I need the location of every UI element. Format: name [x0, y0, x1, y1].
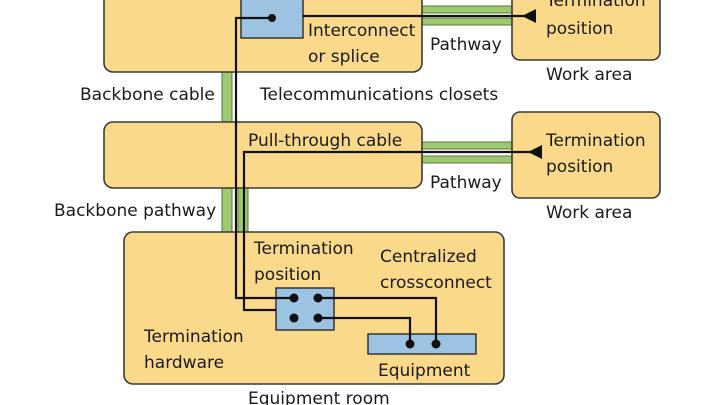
work-area-top: [511, 0, 661, 61]
splice-dot: [268, 14, 276, 22]
position-mid-label: position: [546, 157, 613, 177]
pull-through-cable-label: Pull-through cable: [248, 131, 402, 151]
pathway-mid-upper: [419, 141, 515, 150]
termination-top-label: Termination: [545, 0, 646, 11]
pathway-mid-label: Pathway: [430, 173, 502, 193]
interconnect-label: Interconnect: [308, 21, 416, 41]
backbone-pathway-left: [221, 187, 233, 235]
crossconnect-panel: [275, 287, 335, 331]
equipment-panel: [367, 333, 477, 355]
equipment-label: Equipment: [378, 361, 471, 381]
telecom-closet-middle: [103, 121, 423, 189]
pathway-top-label: Pathway: [430, 35, 502, 55]
crossconnect-label: crossconnect: [380, 273, 492, 293]
wire-top-to-room: [234, 14, 536, 300]
termination-hardware-label-2: hardware: [144, 353, 224, 373]
work-area-top-label: Work area: [546, 65, 632, 85]
wire-crossconnect-to-equipment-a: [318, 296, 438, 344]
arrowhead-mid: [528, 145, 542, 159]
crossconnect-dot-3: [289, 313, 299, 323]
pathway-top-upper: [419, 5, 515, 14]
termination-position-label-1: Termination: [253, 239, 354, 259]
pathway-mid-lower: [419, 155, 515, 164]
equipment-dot-1: [405, 339, 415, 349]
backbone-pathway-label: Backbone pathway: [54, 201, 216, 221]
or-splice-label: or splice: [308, 47, 380, 67]
wire-mid-to-room: [242, 150, 536, 312]
termination-hardware-label-1: Termination: [143, 327, 244, 347]
wire-crossconnect-to-equipment-b: [318, 316, 412, 344]
termination-position-label-2: position: [254, 265, 321, 285]
crossconnect-dot-1: [289, 293, 299, 303]
pathway-top-lower: [419, 17, 515, 26]
backbone-cable-label: Backbone cable: [80, 85, 215, 105]
equipment-room-label: Equipment room: [248, 389, 390, 405]
centralized-label: Centralized: [380, 247, 477, 267]
equipment-dot-2: [431, 339, 441, 349]
telecom-closets-label: Telecommunications closets: [259, 85, 498, 105]
work-area-middle: [511, 111, 661, 199]
crossconnect-dot-4: [313, 313, 323, 323]
work-area-mid-label: Work area: [546, 203, 632, 223]
position-top-label: position: [546, 19, 613, 39]
termination-mid-label: Termination: [545, 131, 646, 151]
arrowhead-top: [522, 9, 536, 23]
crossconnect-dot-2: [313, 293, 323, 303]
